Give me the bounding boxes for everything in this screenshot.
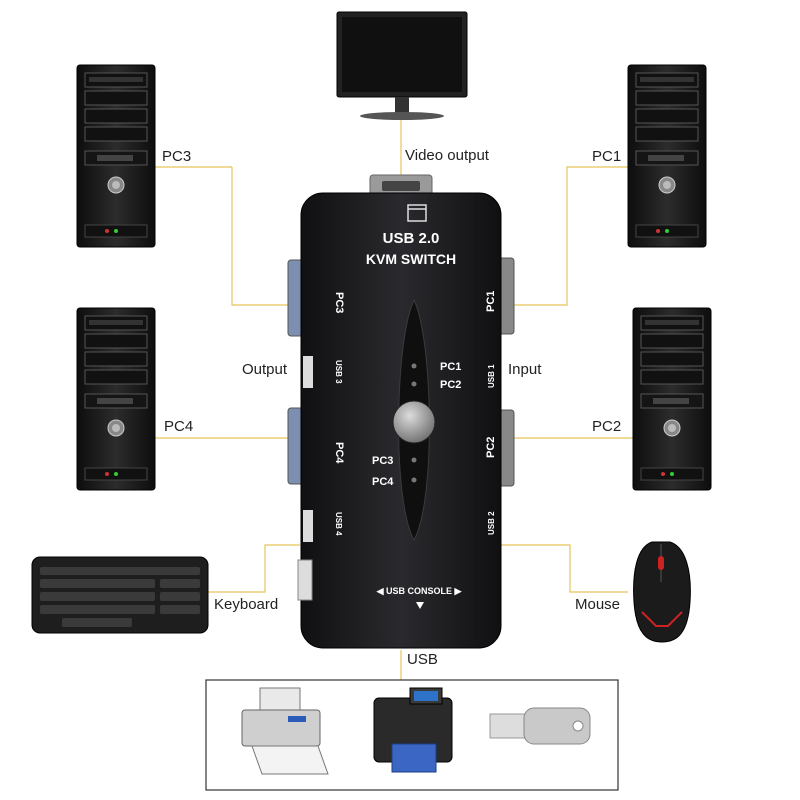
led-label-pc1: PC1 bbox=[440, 361, 461, 373]
led-label-pc4: PC4 bbox=[372, 476, 394, 488]
line-pc3-route bbox=[231, 167, 298, 306]
led-pc1-icon bbox=[411, 363, 417, 369]
usb-flash-drive-icon bbox=[489, 707, 591, 745]
label-output: Output bbox=[242, 361, 288, 378]
pc2-tower-icon bbox=[632, 307, 712, 491]
usb-port-4-icon bbox=[303, 510, 313, 542]
label-usb: USB bbox=[407, 651, 438, 668]
port-label-pc2: PC2 bbox=[485, 437, 497, 458]
port-label-pc1: PC1 bbox=[485, 291, 497, 312]
led-pc2-icon bbox=[411, 381, 417, 387]
inkjet-printer-icon bbox=[373, 687, 453, 773]
led-label-pc2: PC2 bbox=[440, 379, 461, 391]
printer-icon bbox=[241, 687, 329, 775]
label-input: Input bbox=[508, 361, 542, 378]
pc1-tower-icon bbox=[627, 64, 707, 248]
label-keyboard: Keyboard bbox=[214, 596, 279, 613]
line-keyboard bbox=[205, 544, 300, 593]
pc3-tower-icon bbox=[76, 64, 156, 248]
monitor-port-icon bbox=[407, 204, 427, 222]
monitor-icon bbox=[336, 11, 468, 120]
pc4-tower-icon bbox=[76, 307, 156, 491]
label-pc2: PC2 bbox=[592, 418, 622, 435]
led-label-pc3: PC3 bbox=[372, 455, 393, 467]
port-label-usb3: USB 3 bbox=[334, 360, 343, 384]
connector-lines bbox=[155, 115, 635, 680]
port-label-pc3: PC3 bbox=[333, 292, 345, 313]
label-video-output: Video output bbox=[405, 147, 489, 164]
led-pc3-icon bbox=[411, 457, 417, 463]
label-pc4: PC4 bbox=[164, 418, 194, 435]
usb-port-3-icon bbox=[303, 356, 313, 388]
kvm-line1: USB 2.0 bbox=[383, 230, 440, 247]
port-label-usb1: USB 1 bbox=[487, 364, 496, 388]
line-mouse bbox=[500, 544, 628, 593]
led-pc4-icon bbox=[411, 477, 417, 483]
label-pc1: PC1 bbox=[592, 148, 622, 165]
kvm-switch-body: USB 2.0 KVM SWITCH PC3 PC4 USB 3 USB 4 P… bbox=[287, 174, 515, 649]
usb-console-port-icon bbox=[297, 559, 313, 601]
keyboard-icon bbox=[31, 556, 209, 634]
port-label-usb4: USB 4 bbox=[334, 512, 343, 536]
mouse-icon bbox=[633, 541, 691, 643]
kvm-line2: KVM SWITCH bbox=[366, 251, 456, 267]
label-pc3: PC3 bbox=[162, 148, 192, 165]
port-label-usb2: USB 2 bbox=[487, 511, 496, 535]
line-pc1 bbox=[507, 166, 628, 306]
usb-console-label: ◀ USB CONSOLE ▶ bbox=[376, 586, 463, 596]
label-mouse: Mouse bbox=[575, 596, 621, 613]
select-button-icon bbox=[392, 400, 436, 444]
port-label-pc4: PC4 bbox=[333, 442, 345, 464]
